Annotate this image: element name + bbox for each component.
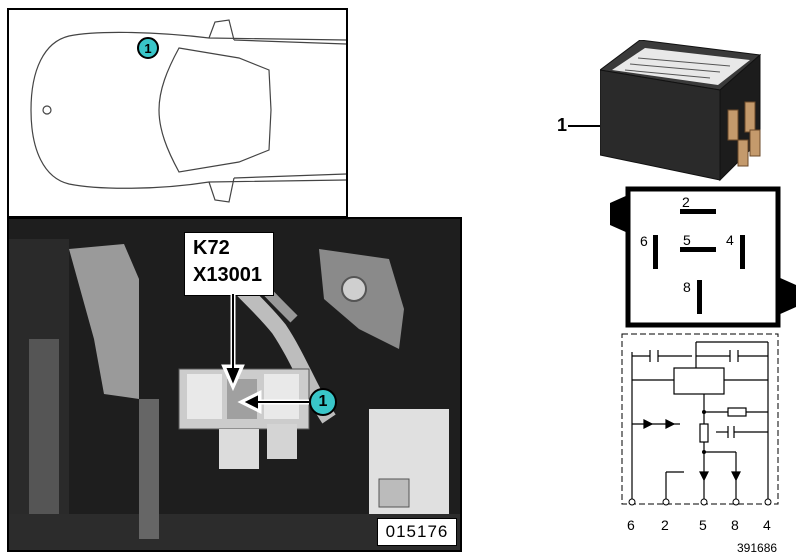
pin-label-2: 2 [682, 194, 690, 210]
component-label-box: K72 X13001 [184, 232, 274, 296]
car-top-view-frame: 1 [7, 8, 348, 218]
schematic-terminal-8: 8 [731, 517, 739, 533]
pin-5-slot [680, 247, 716, 252]
top-view-callout: 1 [137, 37, 159, 59]
schematic-terminal-6: 6 [627, 517, 635, 533]
relay-leader-line [568, 125, 604, 127]
pin-label-6: 6 [640, 233, 648, 249]
pointer-arrows [221, 294, 309, 415]
pin-6-slot [653, 235, 658, 269]
pin-2-slot [680, 209, 716, 214]
relay-pin-base [610, 186, 796, 328]
fuel-cap-circle [42, 105, 52, 115]
top-view-callout-number: 1 [144, 40, 152, 56]
pin-label-4: 4 [726, 232, 734, 248]
photo-number-box: 015176 [377, 518, 457, 546]
component-code-label: K72 [193, 237, 230, 259]
relay-schematic [621, 333, 779, 506]
connector-code-label: X13001 [193, 264, 262, 286]
pin-4-slot [740, 235, 745, 269]
figure-number: 391686 [737, 541, 778, 555]
car-outline-drawing [30, 19, 346, 203]
schematic-terminal-2: 2 [661, 517, 669, 533]
schematic-terminal-5: 5 [699, 517, 707, 533]
schematic-terminal-4: 4 [763, 517, 771, 533]
relay-part-callout: 1 [557, 115, 568, 135]
pin-label-5: 5 [683, 232, 691, 248]
pin-label-8: 8 [683, 279, 691, 295]
photo-callout: 1 [309, 388, 337, 416]
relay-photo [600, 40, 762, 182]
photo-callout-number: 1 [318, 393, 328, 410]
pin-8-slot [697, 280, 702, 314]
installation-photo-frame: K72 X13001 1 015176 [7, 217, 462, 552]
photo-number: 015176 [385, 522, 449, 541]
